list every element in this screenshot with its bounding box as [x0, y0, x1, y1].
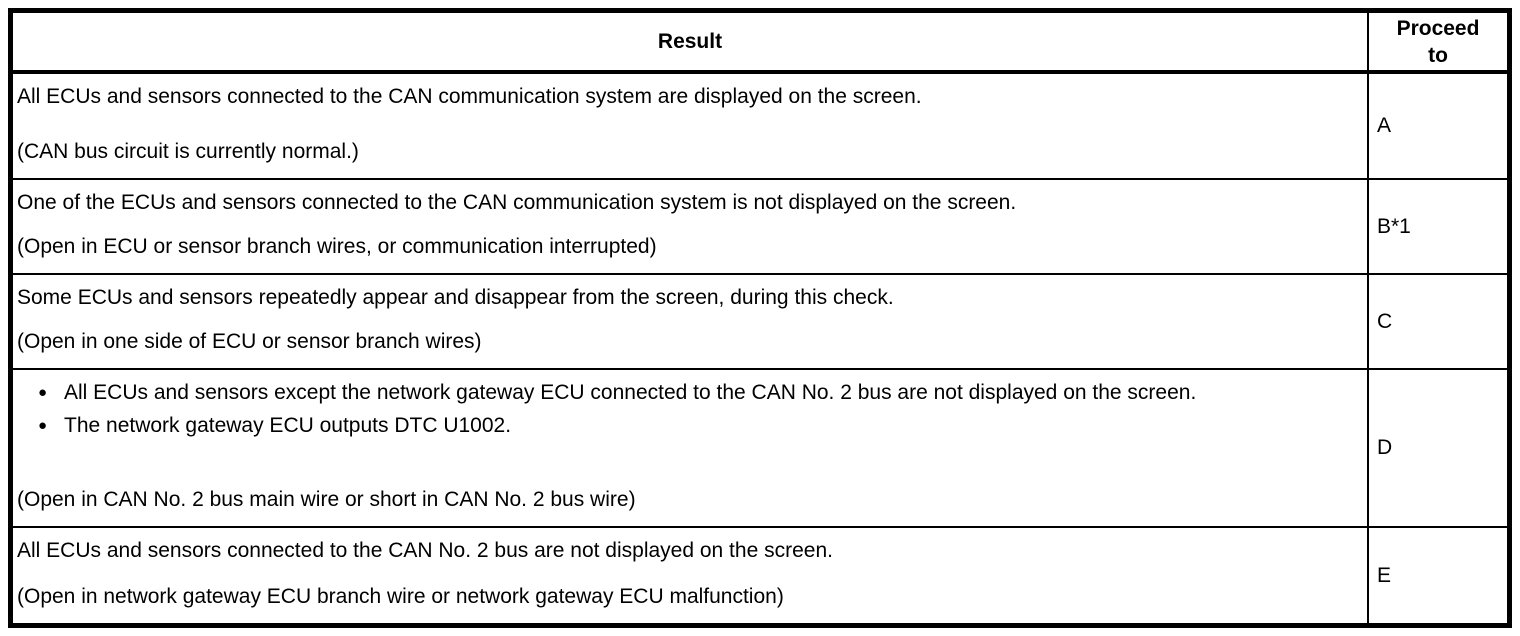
result-statement: One of the ECUs and sensors connected to… [17, 191, 1017, 214]
result-note: (Open in ECU or sensor branch wires, or … [17, 235, 657, 258]
table-row-result-b: One of the ECUs and sensors connected to… [13, 180, 1367, 273]
table-row-proceed-d: D [1369, 370, 1507, 526]
result-bullet-list: All ECUs and sensors except the network … [17, 379, 1363, 440]
table-row-result-e: All ECUs and sensors connected to the CA… [13, 528, 1367, 623]
result-bullet-item: All ECUs and sensors except the network … [17, 379, 1363, 407]
result-note: (Open in one side of ECU or sensor branc… [17, 330, 482, 353]
table-row-proceed-c: C [1369, 275, 1507, 368]
column-header-proceed-to-label: Proceed to [1396, 16, 1480, 67]
proceed-to-value: C [1377, 309, 1393, 333]
diagnostic-results-table: Result Proceed to All ECUs and sensors c… [8, 8, 1512, 628]
table-row-proceed-a: A [1369, 74, 1507, 178]
result-note: (CAN bus circuit is currently normal.) [17, 140, 359, 163]
proceed-to-value: E [1377, 563, 1392, 587]
result-note: (Open in CAN No. 2 bus main wire or shor… [17, 488, 636, 511]
proceed-to-value: D [1377, 436, 1393, 459]
result-statement: Some ECUs and sensors repeatedly appear … [17, 286, 894, 309]
table-row-result-c: Some ECUs and sensors repeatedly appear … [13, 275, 1367, 368]
table-row-result-d: All ECUs and sensors except the network … [13, 370, 1367, 526]
table-row-result-a: All ECUs and sensors connected to the CA… [13, 74, 1367, 178]
column-header-result-label: Result [657, 30, 723, 53]
table-row-proceed-e: E [1369, 528, 1507, 623]
proceed-to-value: B*1 [1377, 214, 1411, 238]
result-statement: All ECUs and sensors connected to the CA… [17, 539, 833, 562]
proceed-to-value: A [1377, 114, 1392, 137]
result-note: (Open in network gateway ECU branch wire… [17, 585, 784, 608]
result-bullet-item: The network gateway ECU outputs DTC U100… [17, 412, 1363, 440]
table-row-proceed-b: B*1 [1369, 180, 1507, 273]
column-header-proceed-to: Proceed to [1369, 13, 1507, 72]
result-statement: All ECUs and sensors connected to the CA… [17, 85, 922, 108]
column-header-result: Result [13, 13, 1367, 72]
